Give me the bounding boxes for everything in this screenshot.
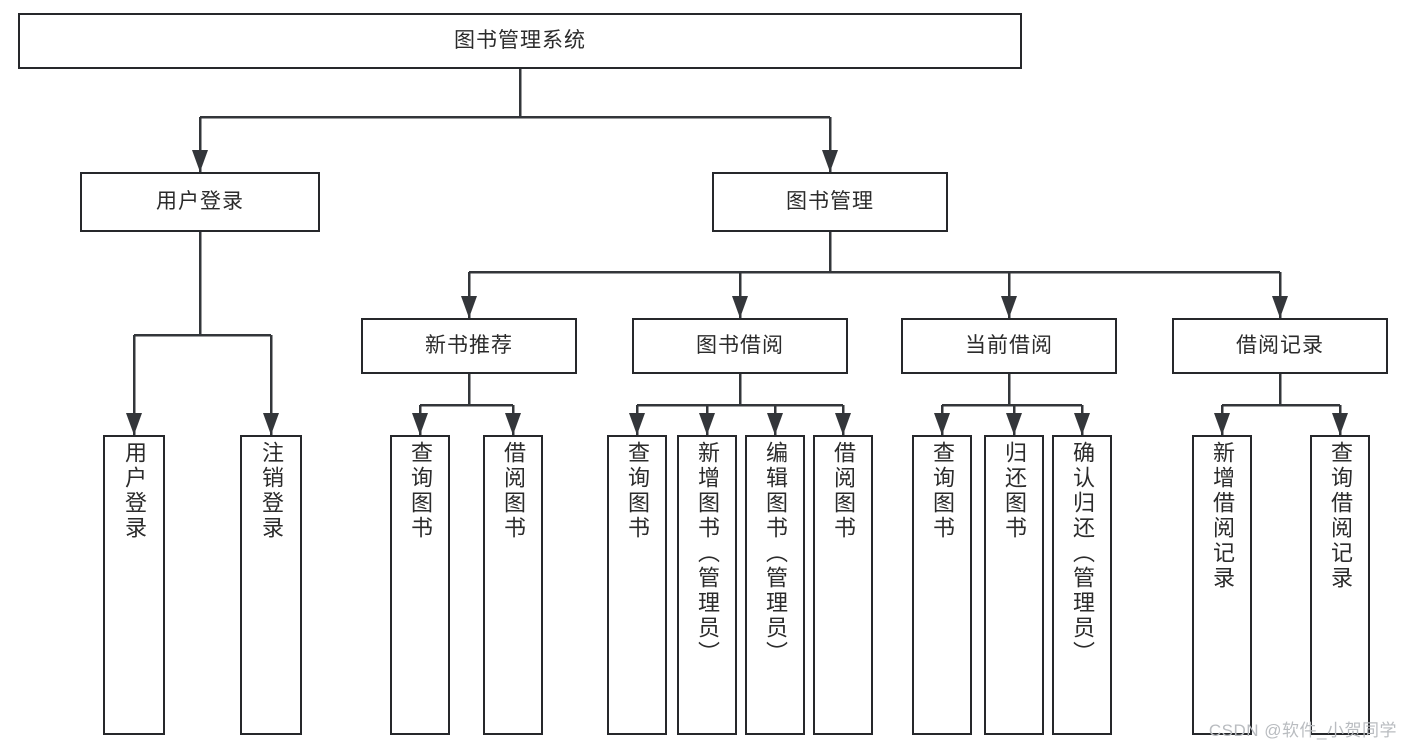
node-label: 确认归还（管理员） [1070,441,1095,666]
node-user-login[interactable]: 用户登录 [80,172,320,232]
node-label: 新增借阅记录 [1210,441,1235,591]
node-label: 图书管理 [786,189,874,213]
arrow-head-new-book-rec [461,296,477,318]
arrow-head-leaf-logout [263,413,279,435]
arrow-head-leaf-borrow-book [835,413,851,435]
arrow-head-leaf-query-record [1332,413,1348,435]
node-new-book-rec[interactable]: 新书推荐 [361,318,577,374]
node-borrow-record[interactable]: 借阅记录 [1172,318,1388,374]
arrow-head-leaf-edit-book [767,413,783,435]
node-label: 查询图书 [408,441,433,541]
node-leaf-query-book-borrow[interactable]: 查询图书 [607,435,667,735]
node-label: 编辑图书（管理员） [763,441,788,666]
node-leaf-user-login[interactable]: 用户登录 [103,435,165,735]
node-book-borrow[interactable]: 图书借阅 [632,318,848,374]
node-leaf-query-book-rec[interactable]: 查询图书 [390,435,450,735]
node-leaf-add-book[interactable]: 新增图书（管理员） [677,435,737,735]
arrow-head-borrow-record [1272,296,1288,318]
node-book-manage[interactable]: 图书管理 [712,172,948,232]
node-leaf-return-book[interactable]: 归还图书 [984,435,1044,735]
node-root[interactable]: 图书管理系统 [18,13,1022,69]
arrow-head-leaf-borrow-book-rec [505,413,521,435]
arrow-head-current-borrow [1001,296,1017,318]
arrow-head-leaf-add-record [1214,413,1230,435]
node-label: 新书推荐 [425,333,513,357]
arrow-head-leaf-user-login [126,413,142,435]
node-leaf-logout[interactable]: 注销登录 [240,435,302,735]
arrow-head-leaf-add-book [699,413,715,435]
node-label: 当前借阅 [965,333,1053,357]
node-label: 查询图书 [625,441,650,541]
arrow-head-leaf-confirm-return [1074,413,1090,435]
arrow-head-leaf-query-book-rec [412,413,428,435]
node-leaf-borrow-book-rec[interactable]: 借阅图书 [483,435,543,735]
node-leaf-add-record[interactable]: 新增借阅记录 [1192,435,1252,735]
node-label: 新增图书（管理员） [695,441,720,666]
arrow-head-leaf-query-book-cur [934,413,950,435]
node-leaf-query-record[interactable]: 查询借阅记录 [1310,435,1370,735]
node-label: 注销登录 [259,441,284,541]
node-leaf-query-book-cur[interactable]: 查询图书 [912,435,972,735]
arrow-head-book-borrow [732,296,748,318]
arrow-head-leaf-return-book [1006,413,1022,435]
node-label: 查询借阅记录 [1328,441,1353,591]
arrow-head-user-login [192,150,208,172]
node-leaf-confirm-return[interactable]: 确认归还（管理员） [1052,435,1112,735]
node-label: 借阅图书 [831,441,856,541]
watermark-text: CSDN @软件_小贺同学 [1208,721,1397,740]
node-label: 借阅记录 [1236,333,1324,357]
node-label: 查询图书 [930,441,955,541]
node-current-borrow[interactable]: 当前借阅 [901,318,1117,374]
node-label: 用户登录 [122,441,147,541]
node-label: 归还图书 [1002,441,1027,541]
arrow-head-book-manage [822,150,838,172]
node-label: 图书管理系统 [454,28,586,52]
node-label: 用户登录 [156,189,244,213]
node-label: 图书借阅 [696,333,784,357]
arrow-head-leaf-query-book-borrow [629,413,645,435]
node-label: 借阅图书 [501,441,526,541]
node-leaf-edit-book[interactable]: 编辑图书（管理员） [745,435,805,735]
node-leaf-borrow-book[interactable]: 借阅图书 [813,435,873,735]
